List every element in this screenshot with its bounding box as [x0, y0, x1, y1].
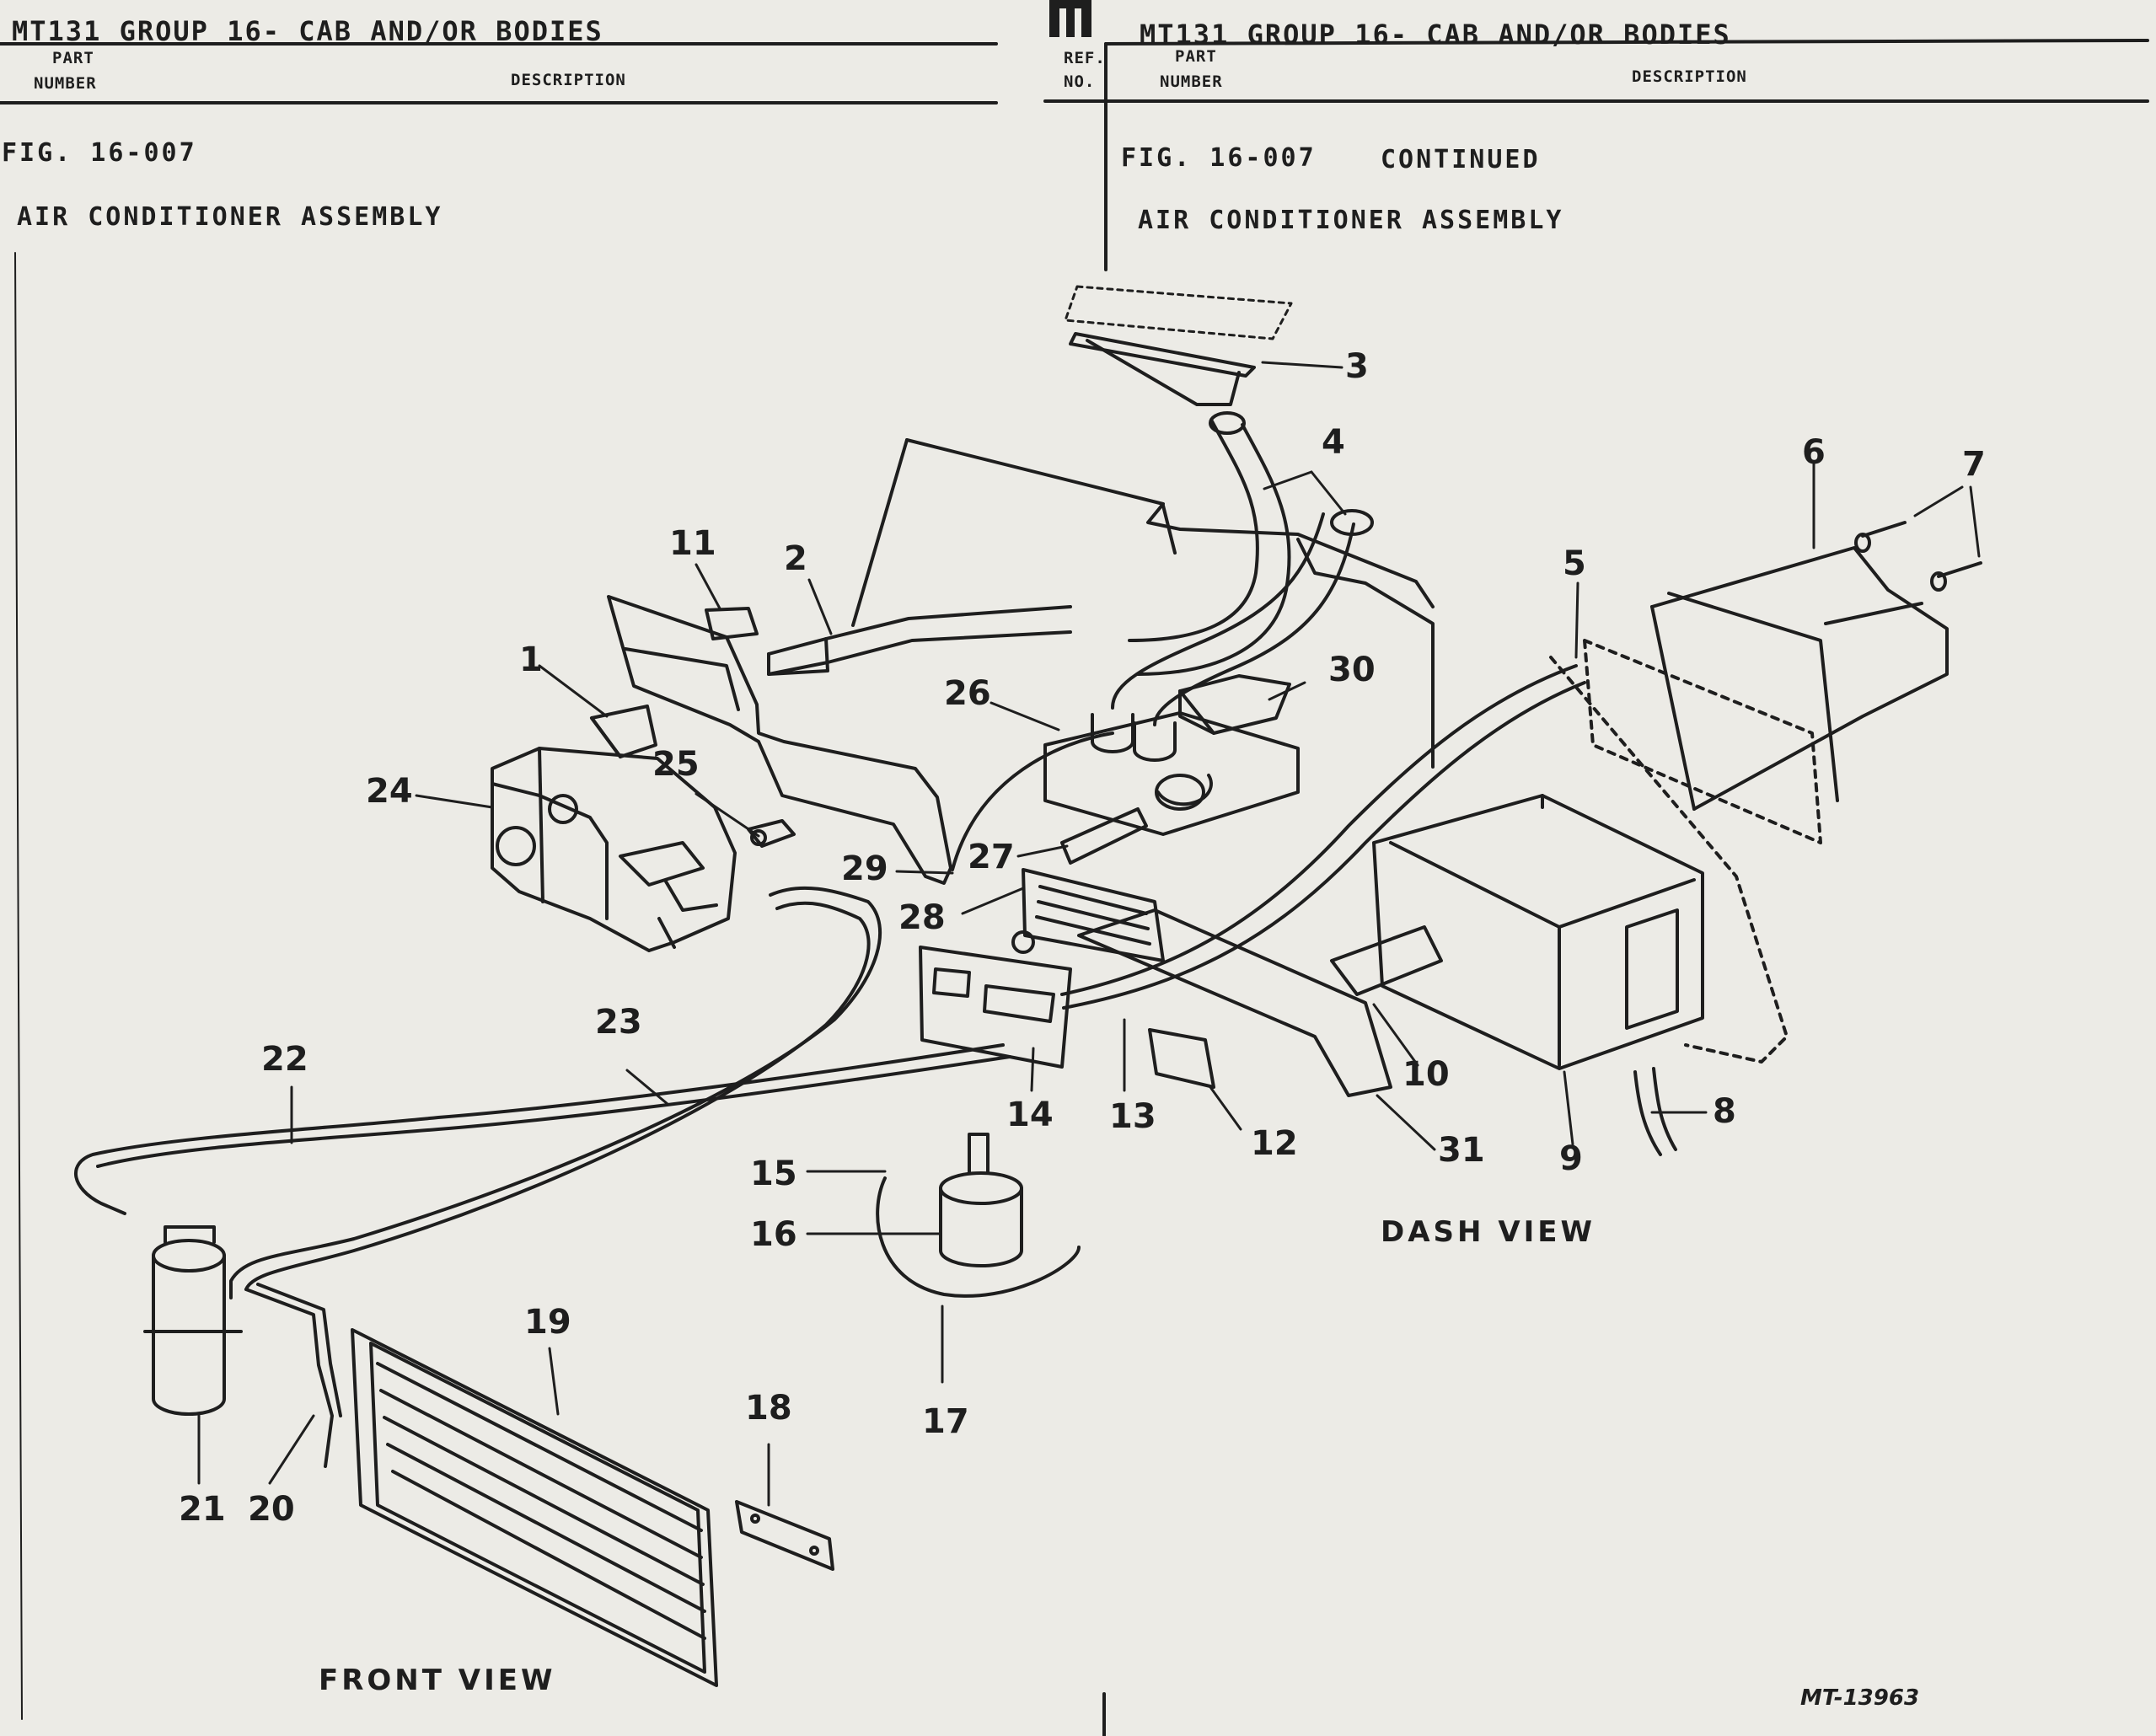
callout-3: 3 [1345, 347, 1369, 386]
left-col-number: NUMBER [34, 74, 97, 93]
right-assembly-title: AIR CONDITIONER ASSEMBLY [1138, 206, 1564, 235]
part-29-mount [951, 731, 1114, 871]
part-16-receiver [939, 1133, 1023, 1267]
callout-7: 7 [1962, 445, 1986, 484]
callout-2: 2 [784, 539, 807, 578]
callout-18: 18 [745, 1389, 792, 1428]
callout-6: 6 [1802, 433, 1826, 472]
callout-27: 27 [968, 838, 1015, 876]
right-col-description: DESCRIPTION [1632, 67, 1747, 86]
callout-16: 16 [750, 1215, 797, 1254]
part-3-top-vent [1064, 285, 1293, 406]
part-26-plenum [1043, 711, 1300, 836]
callout-20: 20 [248, 1490, 295, 1529]
part-28-grille [1022, 868, 1165, 962]
callout-10: 10 [1402, 1055, 1450, 1094]
callout-19: 19 [524, 1303, 571, 1342]
part-22-line [73, 1043, 1011, 1215]
part-12-louver [1148, 1028, 1215, 1089]
part-25-fitting [747, 819, 796, 848]
dash-view-label: DASH VIEW [1381, 1215, 1596, 1249]
left-assembly-title: AIR CONDITIONER ASSEMBLY [17, 202, 443, 232]
callout-31: 31 [1438, 1131, 1485, 1170]
leader-lines [197, 361, 1981, 1507]
callout-12: 12 [1251, 1124, 1298, 1163]
dash-panel [851, 438, 1435, 769]
left-fig-title: FIG. 16-007 [2, 138, 197, 168]
right-col-part: PART [1175, 47, 1217, 66]
callout-25: 25 [652, 745, 700, 784]
part-24-compressor [491, 747, 737, 952]
callout-4: 4 [1322, 423, 1345, 462]
callout-14: 14 [1006, 1096, 1054, 1134]
part-19-condenser [351, 1328, 718, 1687]
part-5-gasket [1549, 639, 1822, 1064]
part-9-evaporator [1372, 794, 1704, 1070]
part-14-control-panel [919, 930, 1072, 1069]
part-27-outlet [1060, 774, 1205, 865]
left-trim-panel [607, 595, 952, 885]
callout-23: 23 [595, 1003, 642, 1042]
front-view-label: FRONT VIEW [319, 1664, 556, 1697]
right-fig-continued: CONTINUED [1381, 145, 1541, 174]
part-6-blower [1650, 546, 1949, 811]
right-fig-title: FIG. 16-007 [1121, 143, 1317, 173]
right-col-ref: REF. [1064, 49, 1106, 67]
drawing-number: MT-13963 [1800, 1685, 1920, 1711]
callout-5: 5 [1563, 544, 1586, 583]
part-17-hose [876, 1176, 1081, 1298]
part-13-lines [1060, 664, 1586, 1010]
callout-22: 22 [261, 1040, 308, 1079]
part-4-ducts [1091, 411, 1374, 806]
ih-logo [1049, 0, 1091, 37]
part-18-bracket [735, 1500, 834, 1571]
part-31-lower-panel [1077, 908, 1392, 1097]
left-col-description: DESCRIPTION [511, 71, 626, 89]
callout-21: 21 [179, 1490, 226, 1529]
callout-24: 24 [366, 772, 413, 811]
callout-11: 11 [669, 524, 716, 563]
callout-28: 28 [898, 898, 946, 937]
right-col-no: NO. [1064, 72, 1096, 91]
part-1-plate [590, 705, 657, 758]
part-11-bracket [705, 607, 759, 640]
part-2-duct [767, 605, 1072, 676]
right-header-title: MT131 GROUP 16- CAB AND/OR BODIES [1140, 19, 1731, 51]
callout-9: 9 [1559, 1139, 1583, 1178]
callout-17: 17 [922, 1402, 969, 1441]
right-col-number: NUMBER [1160, 72, 1223, 91]
part-7-dowels [1854, 521, 1982, 592]
callout-30: 30 [1328, 651, 1376, 689]
part-20-hose [244, 1283, 342, 1468]
callout-13: 13 [1109, 1097, 1156, 1136]
callout-26: 26 [944, 674, 991, 713]
callout-1: 1 [519, 640, 543, 679]
callout-15: 15 [750, 1155, 797, 1193]
left-col-part: PART [52, 49, 94, 67]
callout-8: 8 [1713, 1092, 1736, 1131]
header-rules [0, 39, 2149, 1736]
part-21-drier [143, 1225, 243, 1416]
left-header-title: MT131 GROUP 16- CAB AND/OR BODIES [12, 15, 603, 47]
callout-29: 29 [841, 849, 888, 888]
part-30-duct [1178, 674, 1291, 735]
part-10-outlet [1330, 925, 1443, 996]
